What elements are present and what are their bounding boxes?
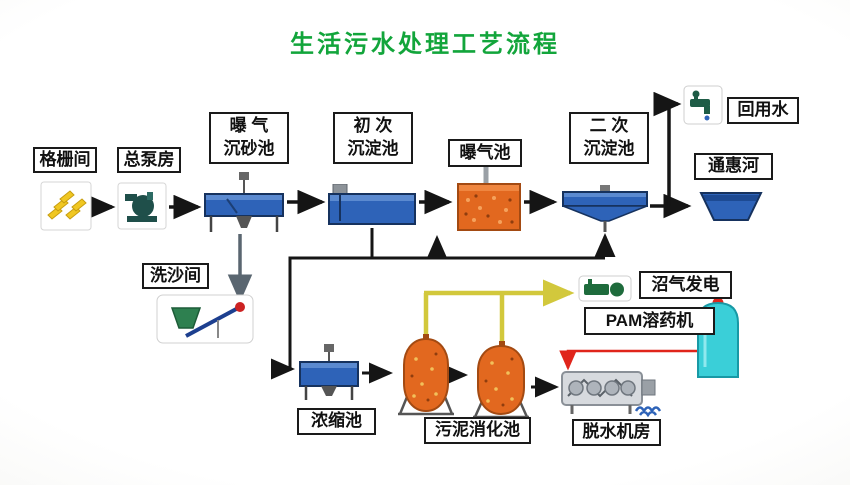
dewatering-machine-icon xyxy=(560,362,664,418)
grid-room-icon xyxy=(40,181,92,231)
label-reuse-water: 回用水 xyxy=(727,97,799,124)
reuse-water-tap-icon xyxy=(683,85,723,125)
aeration-tank-icon xyxy=(456,158,522,232)
grit-chamber-icon xyxy=(203,172,285,236)
thickener-icon xyxy=(297,344,361,402)
sand-wash-icon xyxy=(156,294,254,344)
label-biogas-power: 沼气发电 xyxy=(639,271,732,299)
label-aeration-tank: 曝气池 xyxy=(448,139,522,167)
label-secondary-tank: 二 次 沉淀池 xyxy=(569,112,649,164)
label-thickener: 浓缩池 xyxy=(297,408,376,435)
label-digester: 污泥消化池 xyxy=(424,417,531,444)
label-tonghui-river: 通惠河 xyxy=(694,153,773,180)
pam-dosing-line xyxy=(559,349,700,371)
main-flow-arrows xyxy=(87,91,692,220)
river-icon xyxy=(699,189,763,225)
label-sand-wash: 洗沙间 xyxy=(142,263,209,289)
label-dewatering: 脱水机房 xyxy=(572,419,661,446)
biogas-generator-icon xyxy=(578,275,632,302)
label-pam-machine: PAM溶药机 xyxy=(584,307,715,335)
label-primary-tank: 初 次 沉淀池 xyxy=(333,112,413,164)
biogas-lines xyxy=(423,279,575,348)
label-grit-chamber: 曝 气 沉砂池 xyxy=(209,112,289,164)
primary-tank-icon xyxy=(327,184,417,228)
pump-house-icon xyxy=(117,182,167,230)
digester-tank-2-icon xyxy=(470,341,532,421)
page-title: 生活污水处理工艺流程 xyxy=(290,31,560,58)
digester-tank-1-icon xyxy=(396,334,456,418)
label-pump-house: 总泵房 xyxy=(117,147,181,173)
sludge-lines xyxy=(271,228,616,398)
label-grid-room: 格栅间 xyxy=(33,147,97,173)
secondary-tank-icon xyxy=(561,185,649,237)
